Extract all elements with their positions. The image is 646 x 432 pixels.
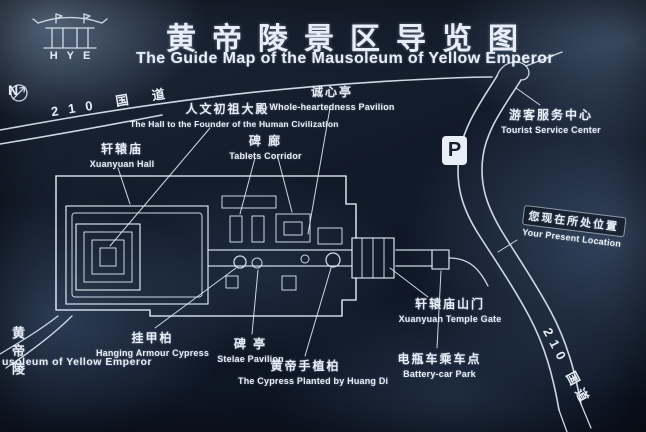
mausoleum-path — [0, 315, 73, 369]
tree-circles — [233, 252, 341, 269]
xuanyuan-hall-zh: 轩辕庙 — [100, 142, 143, 156]
mausoleum-zh: 黄帝陵 — [10, 326, 25, 380]
hanging-armour-cypress-zh: 挂甲柏 — [131, 331, 174, 345]
central-axis-path — [207, 249, 353, 267]
tablets-corridor-en: Tablets Corridor — [229, 151, 302, 161]
label-xuanyuan-hall: 轩辕庙 Xuanyuan Hall — [72, 140, 172, 169]
xuanyuan-temple-gate-structure — [351, 237, 395, 279]
huangdi-cypress-tree — [325, 252, 341, 268]
label-stele-pavilion: 碑 亭 Stelae Pavilion — [208, 335, 293, 364]
scenic-area-logo-icon — [32, 13, 108, 49]
label-tourist-service-center: 游客服务中心 Tourist Service Center — [492, 106, 610, 135]
xuanyuan-temple-gate-en: Xuanyuan Temple Gate — [398, 314, 502, 324]
compass-north-label: N — [8, 82, 19, 98]
label-hanging-armour-cypress: 挂甲柏 Hanging Armour Cypress — [80, 329, 225, 358]
xuanyuan-hall-en: Xuanyuan Hall — [89, 159, 155, 169]
hall-of-founder-en: The Hall to the Founder of the Human Civ… — [130, 119, 339, 129]
battery-car-park-zh: 电瓶车乘车点 — [397, 352, 482, 366]
stele-pavilion-en: Stelae Pavilion — [217, 354, 284, 364]
compass-icon — [10, 84, 28, 102]
cypress-huangdi-zh: 黄帝手植柏 — [270, 359, 341, 373]
wholeheartedness-pavilion-zh: 诚心亭 — [310, 85, 353, 99]
label-hall-of-founder: 人文初祖大殿 The Hall to the Founder of the Hu… — [130, 100, 339, 129]
stele-pavilion-zh: 碑 亭 — [233, 337, 268, 351]
tablets-corridor-structures — [221, 195, 343, 291]
leader-lines — [109, 87, 541, 357]
logo-letters: HYE — [49, 50, 100, 62]
label-battery-car-park: 电瓶车乘车点 Battery-car Park — [382, 350, 497, 379]
hanging-armour-cypress-en: Hanging Armour Cypress — [95, 348, 210, 358]
hall-of-founder-zh: 人文初祖大殿 — [185, 102, 270, 116]
cypress-huangdi-en: The Cypress Planted by Huang Di — [238, 376, 389, 386]
xuanyuan-hall-structure — [65, 205, 209, 305]
sign-title-chinese: 黄帝陵景区导览图 — [166, 23, 534, 56]
battery-car-point — [431, 249, 450, 270]
label-cypress-planted-by-huangdi: 黄帝手植柏 The Cypress Planted by Huang Di — [238, 357, 389, 386]
parking-marker: P — [442, 136, 467, 165]
gate-road-connector — [395, 249, 489, 287]
wholeheartedness-pavilion-en: Whole-heartedness Pavilion — [269, 102, 395, 112]
temple-complex-outline — [55, 175, 357, 317]
compass: N — [8, 82, 28, 102]
label-xuanyuan-temple-gate: 轩辕庙山门 Xuanyuan Temple Gate — [385, 295, 515, 324]
label-wholeheartedness-pavilion: 诚心亭 Whole-heartedness Pavilion — [262, 83, 402, 112]
mausoleum-en: usoleum of Yellow Emperor — [2, 356, 153, 368]
sign-title-english: The Guide Map of the Mausoleum of Yellow… — [135, 50, 555, 67]
label-tablets-corridor: 碑 廊 Tablets Corridor — [213, 132, 318, 161]
tourist-service-center-en: Tourist Service Center — [501, 125, 601, 135]
battery-car-park-en: Battery-car Park — [403, 369, 476, 379]
hanging-armour-cypress-tree — [233, 255, 247, 269]
road-210-right — [457, 51, 592, 432]
xuanyuan-temple-gate-zh: 轩辕庙山门 — [414, 297, 485, 311]
stele-pavilion-mark — [251, 257, 263, 269]
tablets-corridor-zh: 碑 廊 — [248, 134, 283, 148]
road-210-top — [0, 76, 493, 145]
tourist-service-center-zh: 游客服务中心 — [508, 108, 593, 122]
